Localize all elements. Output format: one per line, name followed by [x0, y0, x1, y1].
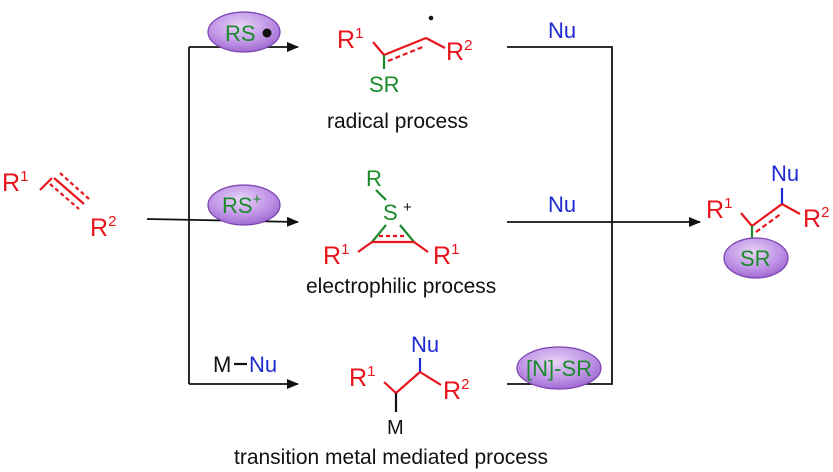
product-bond-r2 [781, 203, 801, 215]
episulfonium-r: R [366, 166, 382, 191]
sulfur-reagent: [N]-SR [516, 346, 602, 390]
metal-int-cc-bond [395, 371, 421, 394]
radical-int-double-bond [383, 36, 427, 57]
episulfonium-bond-r [375, 189, 387, 201]
nu-label-top: Nu [548, 18, 576, 43]
episulfonium-intermediate: R S + R1 R1 [323, 166, 459, 270]
product-nu: Nu [771, 161, 799, 186]
radical-int-bond-r2 [425, 37, 446, 49]
episulfonium-r1b: R1 [433, 241, 459, 270]
electrophile-reagent-label: RS+ [222, 191, 262, 218]
radical-int-bond-r1 [372, 41, 385, 56]
product-r2: R2 [803, 204, 829, 233]
metal-int-r1: R1 [349, 363, 375, 392]
product-sr-oval [723, 237, 789, 279]
metal-int-bond-r2 [419, 371, 442, 386]
metal-reagent-nu: Nu [249, 352, 277, 377]
radical-intermediate: R1 R2 SR [337, 15, 472, 97]
metal-int-r2: R2 [443, 376, 469, 405]
episulfonium-r1a: R1 [323, 241, 349, 270]
episulfonium-bond-r1a [357, 241, 373, 253]
metal-int-m: M [387, 417, 404, 439]
radical-int-r1: R1 [337, 25, 363, 54]
radical-dot-icon [262, 28, 272, 38]
metal-intermediate: Nu R1 R2 M [349, 332, 469, 439]
sulfur-reagent-oval [516, 346, 602, 390]
radical-reagent: RS [207, 11, 281, 53]
metal-reagent: M Nu [213, 352, 277, 377]
caption-electrophilic: electrophilic process [306, 275, 496, 298]
metal-reagent-m: M [213, 352, 231, 377]
episulfonium-bond-s-right [399, 224, 415, 243]
product-double-bond [751, 203, 783, 227]
nu-label-middle: Nu [548, 192, 576, 217]
sulfur-reagent-label: [N]-SR [526, 356, 592, 381]
radical-reagent-label: RS [225, 21, 256, 46]
episulfonium-bond-r1b [413, 241, 429, 253]
caption-metal: transition metal mediated process [234, 446, 548, 469]
episulfonium-bond-s-left [371, 224, 387, 243]
caption-radical: radical process [327, 110, 468, 133]
radical-int-sr: SR [369, 72, 400, 97]
product-r1: R1 [706, 195, 732, 224]
episulfonium-s: S [383, 200, 398, 225]
radical-int-r2: R2 [446, 37, 472, 66]
metal-int-nu: Nu [411, 332, 439, 357]
product-bond-r1 [740, 212, 753, 227]
metal-int-bond-r1 [383, 381, 397, 394]
alkyne-bond-left [39, 177, 53, 191]
alkyne-triple-bond [49, 172, 90, 210]
episulfonium-charge: + [403, 199, 412, 216]
electrophile-reagent-oval [207, 184, 281, 226]
product: Nu R1 R2 SR [706, 161, 829, 279]
reactant-alkyne: R1 R2 [2, 168, 116, 242]
product-sr: SR [740, 246, 771, 271]
radical-int-dot-icon [428, 15, 434, 21]
electrophile-reagent: RS+ [207, 184, 281, 226]
reactant-r2: R2 [90, 213, 116, 242]
reactant-r1: R1 [2, 168, 28, 197]
radical-reagent-oval [207, 11, 281, 53]
